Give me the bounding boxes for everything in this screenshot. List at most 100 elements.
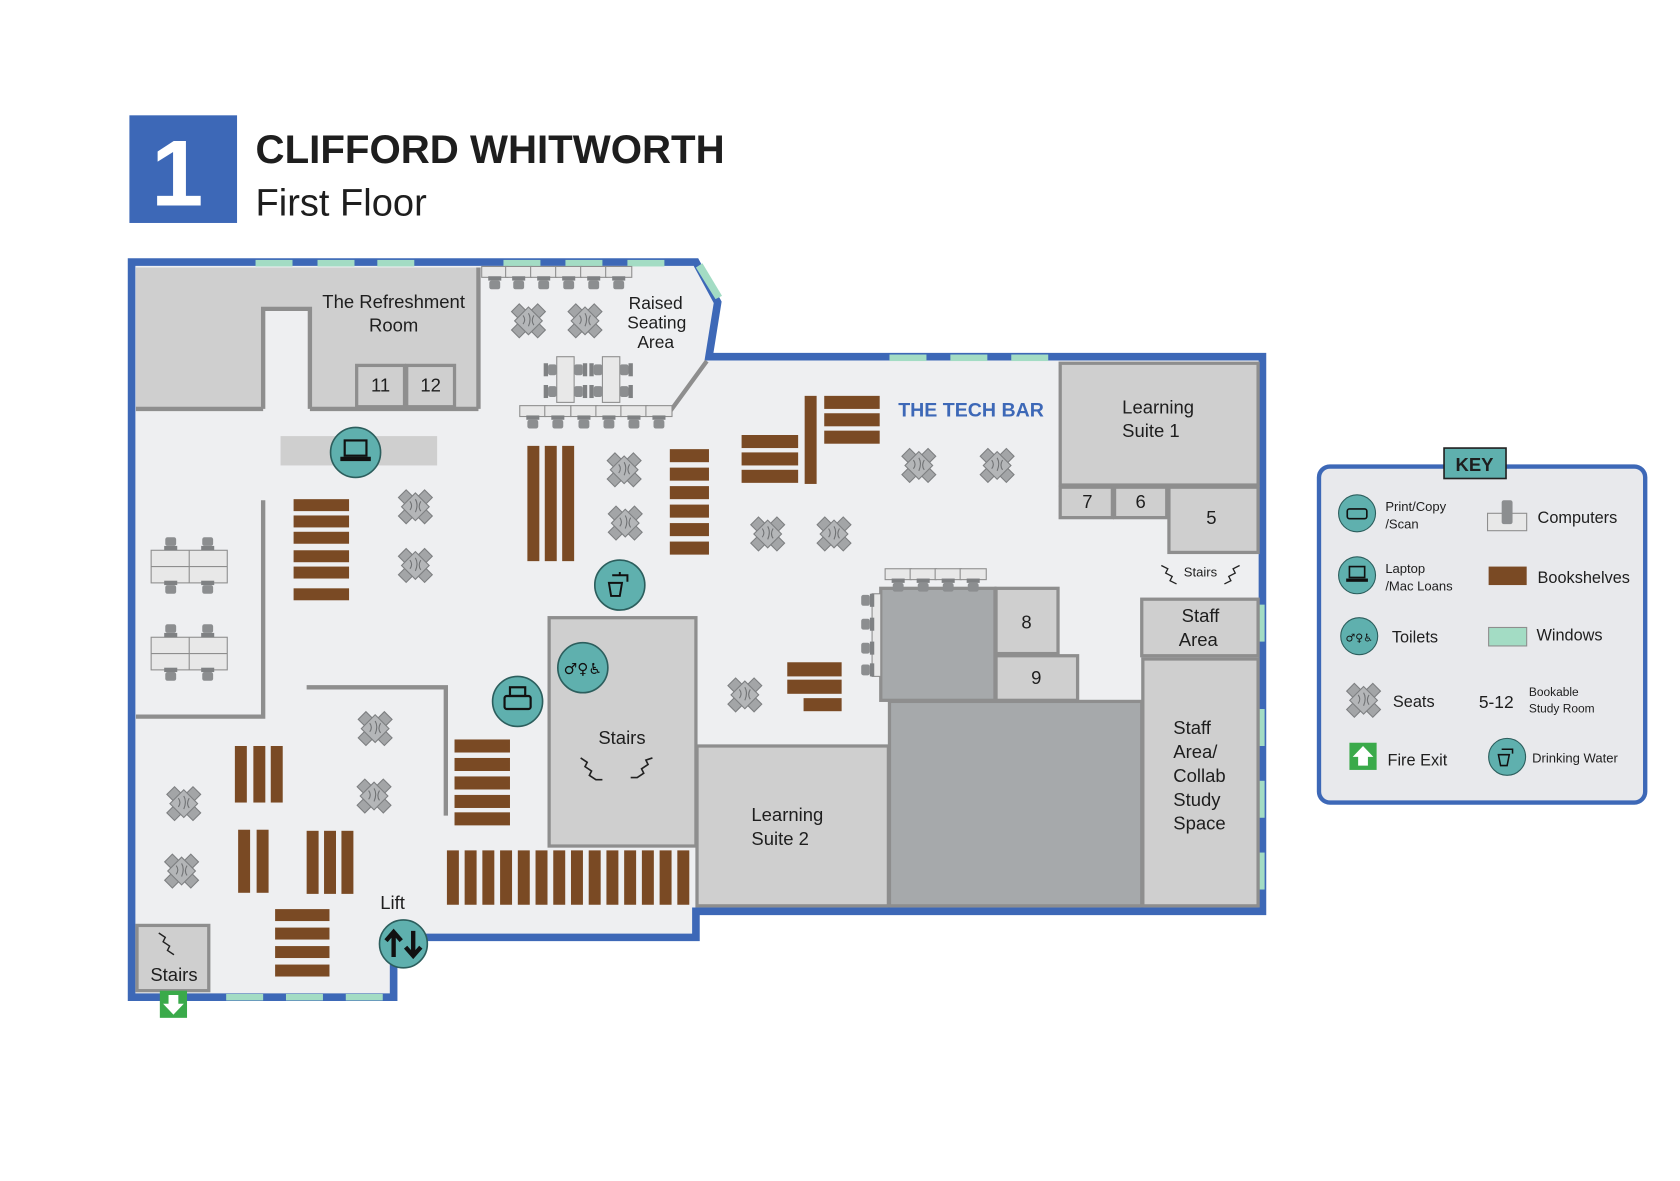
study-room-9[interactable]: 9 — [994, 654, 1080, 702]
raised-seating-label: Raised — [629, 293, 683, 313]
key-item-study-room: 5-12 Bookable Study Room — [1479, 685, 1595, 715]
staff-area: Staff Area — [1140, 597, 1260, 658]
stairs-left[interactable]: Stairs — [135, 923, 211, 993]
key-item-drinking-water: Drinking Water — [1488, 737, 1618, 776]
svg-text:♂♀♿: ♂♀♿ — [564, 660, 602, 678]
floor-badge: 1 — [129, 115, 238, 226]
computer-room-dark — [861, 569, 997, 702]
key-label: Fire Exit — [1387, 752, 1447, 770]
key-label: Bookable — [1529, 685, 1579, 699]
computer-desks-top — [482, 266, 672, 428]
key-label: Windows — [1536, 627, 1602, 645]
map-key: KEY Print/Copy /Scan Computers Laptop /M… — [1316, 447, 1648, 805]
key-label: Print/Copy — [1385, 499, 1446, 514]
key-item-bookshelves: Bookshelves — [1488, 566, 1630, 587]
study-room-5[interactable]: 5 — [1167, 485, 1260, 555]
room-8-label: 8 — [1021, 612, 1031, 633]
stairs-right[interactable]: Stairs — [1161, 564, 1240, 585]
key-label: Study Room — [1529, 701, 1595, 715]
study-room-6[interactable]: 6 — [1112, 485, 1169, 520]
study-room-8[interactable]: 8 — [994, 586, 1060, 656]
key-label: Bookshelves — [1538, 569, 1630, 587]
key-item-laptop: Laptop /Mac Loans — [1338, 556, 1453, 595]
raised-seating-area: Raised Seating Area — [627, 293, 686, 352]
room-6-label: 6 — [1136, 491, 1146, 512]
room-9-label: 9 — [1031, 667, 1041, 688]
bookshelf — [517, 850, 530, 905]
staff-area-label: Staff — [1182, 605, 1221, 626]
study-room-12[interactable]: 12 — [405, 363, 457, 409]
stairs-left-label: Stairs — [150, 964, 197, 985]
key-label: Laptop — [1385, 561, 1425, 576]
learning-suite-1-label: Suite 1 — [1122, 420, 1180, 441]
raised-seating-label: Seating — [627, 312, 686, 332]
study-room-11[interactable]: 11 — [355, 363, 407, 409]
bookshelf — [624, 850, 637, 905]
toilets-icon: ♂♀♿ — [557, 641, 609, 694]
lift-label: Lift — [380, 892, 405, 913]
key-item-seats: Seats — [1346, 682, 1435, 718]
collab-label: Staff — [1173, 717, 1212, 738]
refreshment-room-label: The Refreshment — [322, 291, 465, 312]
learning-suite-2[interactable]: Learning Suite 2 — [695, 744, 891, 908]
restricted-block — [887, 699, 1144, 908]
key-label: Drinking Water — [1532, 750, 1618, 765]
room-5-label: 5 — [1206, 507, 1216, 528]
printer-icon[interactable] — [491, 675, 544, 728]
learning-suite-1[interactable]: Learning Suite 1 — [1058, 361, 1260, 487]
learning-suite-2-label: Learning — [751, 804, 823, 825]
collab-study-space[interactable]: Staff Area/ Collab Study Space — [1141, 657, 1260, 908]
bookshelf — [659, 850, 672, 905]
key-label: Toilets — [1392, 629, 1438, 647]
key-item-toilets: ♂♀♿ Toilets — [1340, 617, 1438, 656]
raised-seating-label: Area — [637, 332, 674, 352]
refreshment-room-label: Room — [369, 315, 418, 336]
learning-suite-1-label: Learning — [1122, 396, 1194, 417]
room-7-label: 7 — [1082, 491, 1092, 512]
bookshelf — [553, 850, 566, 905]
lift-icon[interactable] — [378, 919, 429, 969]
bookshelf — [677, 850, 690, 905]
key-item-computers: Computers — [1486, 500, 1618, 532]
key-title: KEY — [1455, 454, 1494, 475]
key-item-print: Print/Copy /Scan — [1338, 494, 1447, 533]
bookshelf — [500, 850, 513, 905]
central-stairs-label: Stairs — [598, 727, 645, 748]
key-label: Seats — [1393, 693, 1435, 711]
refreshment-room: The Refreshment Room — [322, 291, 465, 336]
building-name: CLIFFORD WHITWORTH — [256, 127, 725, 172]
collab-label: Study — [1173, 789, 1221, 810]
bookshelf — [535, 850, 548, 905]
key-label: Computers — [1538, 509, 1618, 527]
svg-text:♂♀♿: ♂♀♿ — [1346, 632, 1373, 645]
bookshelf — [446, 850, 459, 905]
key-label: /Mac Loans — [1385, 579, 1453, 594]
floor-name: First Floor — [256, 182, 428, 224]
key-item-windows: Windows — [1488, 627, 1603, 647]
fire-exit-icon — [159, 990, 188, 1018]
computer-clusters-left — [150, 537, 228, 681]
collab-label: Area/ — [1173, 741, 1218, 762]
bookshelf — [482, 850, 495, 905]
laptop-loans-icon[interactable] — [329, 426, 382, 479]
floor-number: 1 — [151, 121, 203, 226]
key-item-fire-exit: Fire Exit — [1349, 742, 1448, 770]
windows — [226, 259, 1265, 1001]
key-number: 5-12 — [1479, 692, 1514, 712]
bookshelf — [570, 850, 583, 905]
tech-bar-label: THE TECH BAR — [898, 400, 1044, 422]
bookshelf — [464, 850, 477, 905]
drinking-water-icon — [593, 559, 646, 611]
staff-area-label: Area — [1179, 629, 1219, 650]
learning-suite-2-label: Suite 2 — [751, 828, 808, 849]
collab-label: Space — [1173, 813, 1225, 834]
bookshelf — [588, 850, 601, 905]
room-12-label: 12 — [420, 375, 441, 396]
stairs-right-label: Stairs — [1184, 564, 1218, 579]
bookshelves — [234, 395, 880, 977]
bookshelf-row-bottom — [446, 850, 690, 905]
collab-label: Collab — [1173, 765, 1225, 786]
bookshelf — [641, 850, 654, 905]
study-room-7[interactable]: 7 — [1058, 485, 1115, 520]
